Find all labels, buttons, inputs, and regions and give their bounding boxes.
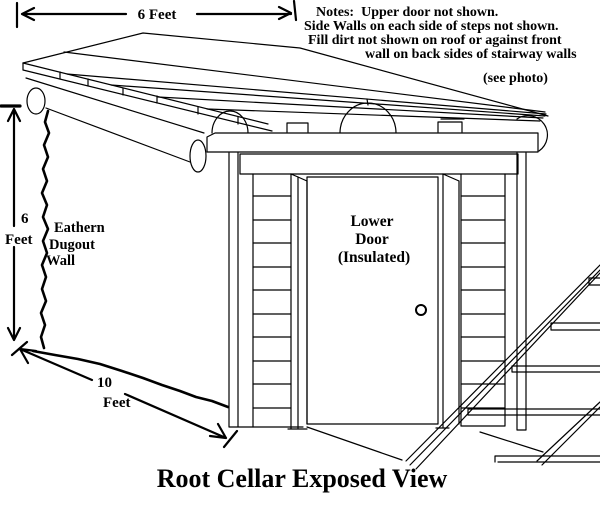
stair-stringer-far (536, 401, 600, 466)
stair-ground-lines (306, 426, 544, 461)
dimension-diagonal: 10 Feet (18, 347, 239, 449)
dimension-left-value: 6 (21, 211, 29, 227)
log-dome-1 (211, 110, 249, 134)
notes-line-5: (see photo) (483, 71, 548, 86)
door-label: Lower Door (Insulated) (338, 213, 410, 266)
dimension-diagonal-arrow (18, 347, 239, 449)
dimension-diagonal-value: 10 (97, 375, 112, 391)
log-end-left (26, 87, 46, 115)
stair-stringer-near (405, 264, 600, 470)
spacer-block-2 (437, 118, 465, 133)
dimension-top-label: 6 Feet (138, 7, 177, 23)
diagram-title: Root Cellar Exposed View (157, 464, 448, 493)
right-crib-frame (460, 173, 506, 427)
wall-label-line-1: Eathern (54, 220, 105, 236)
notes-line-4: wall on back sides of stairway walls (365, 47, 577, 62)
roof-plank-end-ticks (59, 71, 239, 125)
lintel-beam (239, 153, 519, 175)
dimension-diagonal-unit: Feet (103, 395, 130, 411)
roof (22, 32, 549, 163)
wall-label-line-3: Wall (46, 253, 75, 269)
roof-rafter-lines (25, 77, 205, 163)
lower-door (306, 176, 439, 425)
ground-line (31, 349, 230, 409)
roof-back-edge (22, 32, 549, 117)
wall-label: Eathern Dugout Wall (46, 220, 105, 269)
right-crib-slats (460, 195, 506, 409)
door-panel (306, 176, 439, 425)
roof-plank-lines (63, 51, 547, 122)
right-post (516, 152, 527, 431)
roof-front-edge (22, 62, 269, 125)
dimension-top-arrow (15, 0, 298, 29)
dugout-wall-line (39, 109, 51, 350)
door-post-right (435, 173, 460, 429)
stairway (306, 264, 600, 470)
notes-line-3: Fill dirt not shown on roof or against f… (308, 33, 562, 48)
dimension-left-arrow (6, 107, 29, 357)
dimension-left-unit: Feet (5, 232, 32, 248)
stair-treads (467, 277, 600, 463)
log-dome-2 (339, 98, 397, 134)
spacer-block-1 (286, 122, 309, 133)
log-end-right (516, 115, 548, 152)
support-logs (26, 87, 548, 173)
front-wall (228, 152, 527, 431)
log-end-mid (189, 139, 207, 173)
left-crib-slats (252, 195, 292, 409)
wall-label-line-2: Dugout (49, 237, 95, 253)
dimension-left: 6 Feet (0, 104, 32, 357)
notes-text: Notes: Upper door not shown. Side Walls … (304, 5, 577, 86)
dimension-top: 6 Feet (15, 0, 298, 29)
header-beam (206, 132, 539, 153)
door-label-line-2: Door (355, 231, 389, 248)
notes-line-2: Side Walls on each side of steps not sho… (304, 19, 559, 34)
door-knob (415, 304, 427, 316)
notes-line-1: Notes: Upper door not shown. (316, 5, 498, 20)
door-label-line-1: Lower (350, 213, 393, 230)
door-post-left (287, 173, 308, 430)
roof-plank-end-band (22, 62, 273, 132)
door-label-line-3: (Insulated) (338, 249, 410, 266)
